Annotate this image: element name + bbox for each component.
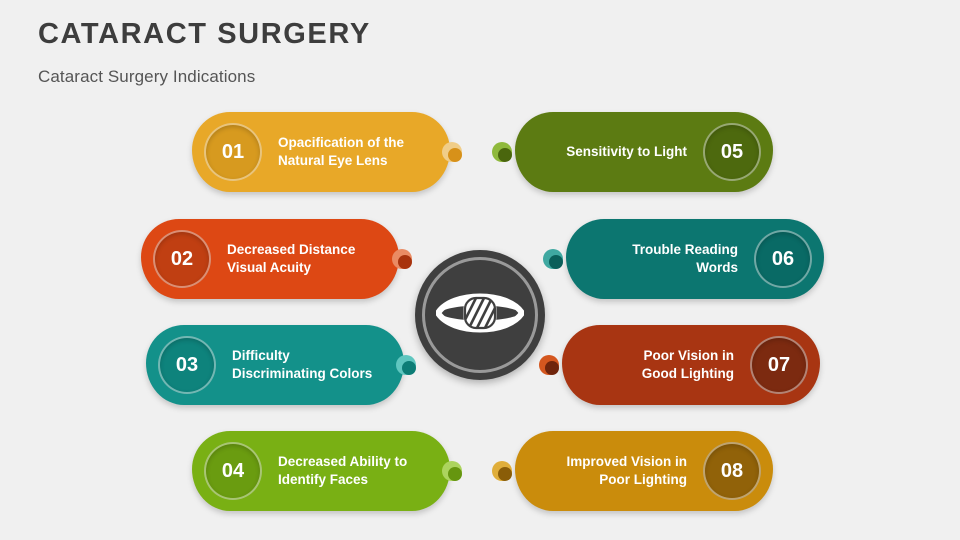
connector-dot-05 [492,142,512,162]
node-badge-04: 04 [204,442,262,500]
indication-node-03[interactable]: 03 Difficulty Discriminating Colors [146,325,404,405]
node-label-06: Trouble Reading Words [632,241,738,275]
indication-node-01[interactable]: 01 Opacification of the Natural Eye Lens [192,112,450,192]
node-badge-07: 07 [750,336,808,394]
node-label-03: Difficulty Discriminating Colors [232,347,373,381]
node-label-05: Sensitivity to Light [566,143,687,159]
connector-dot-02 [392,249,412,269]
connector-dot-03 [396,355,416,375]
indication-node-08[interactable]: 08 Improved Vision in Poor Lighting [515,431,773,511]
node-badge-05: 05 [703,123,761,181]
node-label-04: Decreased Ability to Identify Faces [278,453,408,487]
node-badge-08: 08 [703,442,761,500]
header: CATARACT SURGERY Cataract Surgery Indica… [38,18,371,87]
indication-node-04[interactable]: 04 Decreased Ability to Identify Faces [192,431,450,511]
node-badge-02: 02 [153,230,211,288]
cataract-eye-icon [435,284,525,347]
indication-node-05[interactable]: 05 Sensitivity to Light [515,112,773,192]
connector-dot-06 [543,249,563,269]
node-label-02: Decreased Distance Visual Acuity [227,241,356,275]
connector-dot-01 [442,142,462,162]
indication-node-06[interactable]: 06 Trouble Reading Words [566,219,824,299]
node-label-07: Poor Vision in Good Lighting [641,347,734,381]
node-badge-01: 01 [204,123,262,181]
connector-dot-04 [442,461,462,481]
connector-dot-07 [539,355,559,375]
node-badge-03: 03 [158,336,216,394]
page-title: CATARACT SURGERY [38,18,371,50]
node-label-01: Opacification of the Natural Eye Lens [278,134,405,168]
node-label-08: Improved Vision in Poor Lighting [566,453,687,487]
page-subtitle: Cataract Surgery Indications [38,67,256,87]
connector-dot-08 [492,461,512,481]
center-emblem [415,250,545,380]
indication-node-07[interactable]: 07 Poor Vision in Good Lighting [562,325,820,405]
node-badge-06: 06 [754,230,812,288]
indication-node-02[interactable]: 02 Decreased Distance Visual Acuity [141,219,399,299]
